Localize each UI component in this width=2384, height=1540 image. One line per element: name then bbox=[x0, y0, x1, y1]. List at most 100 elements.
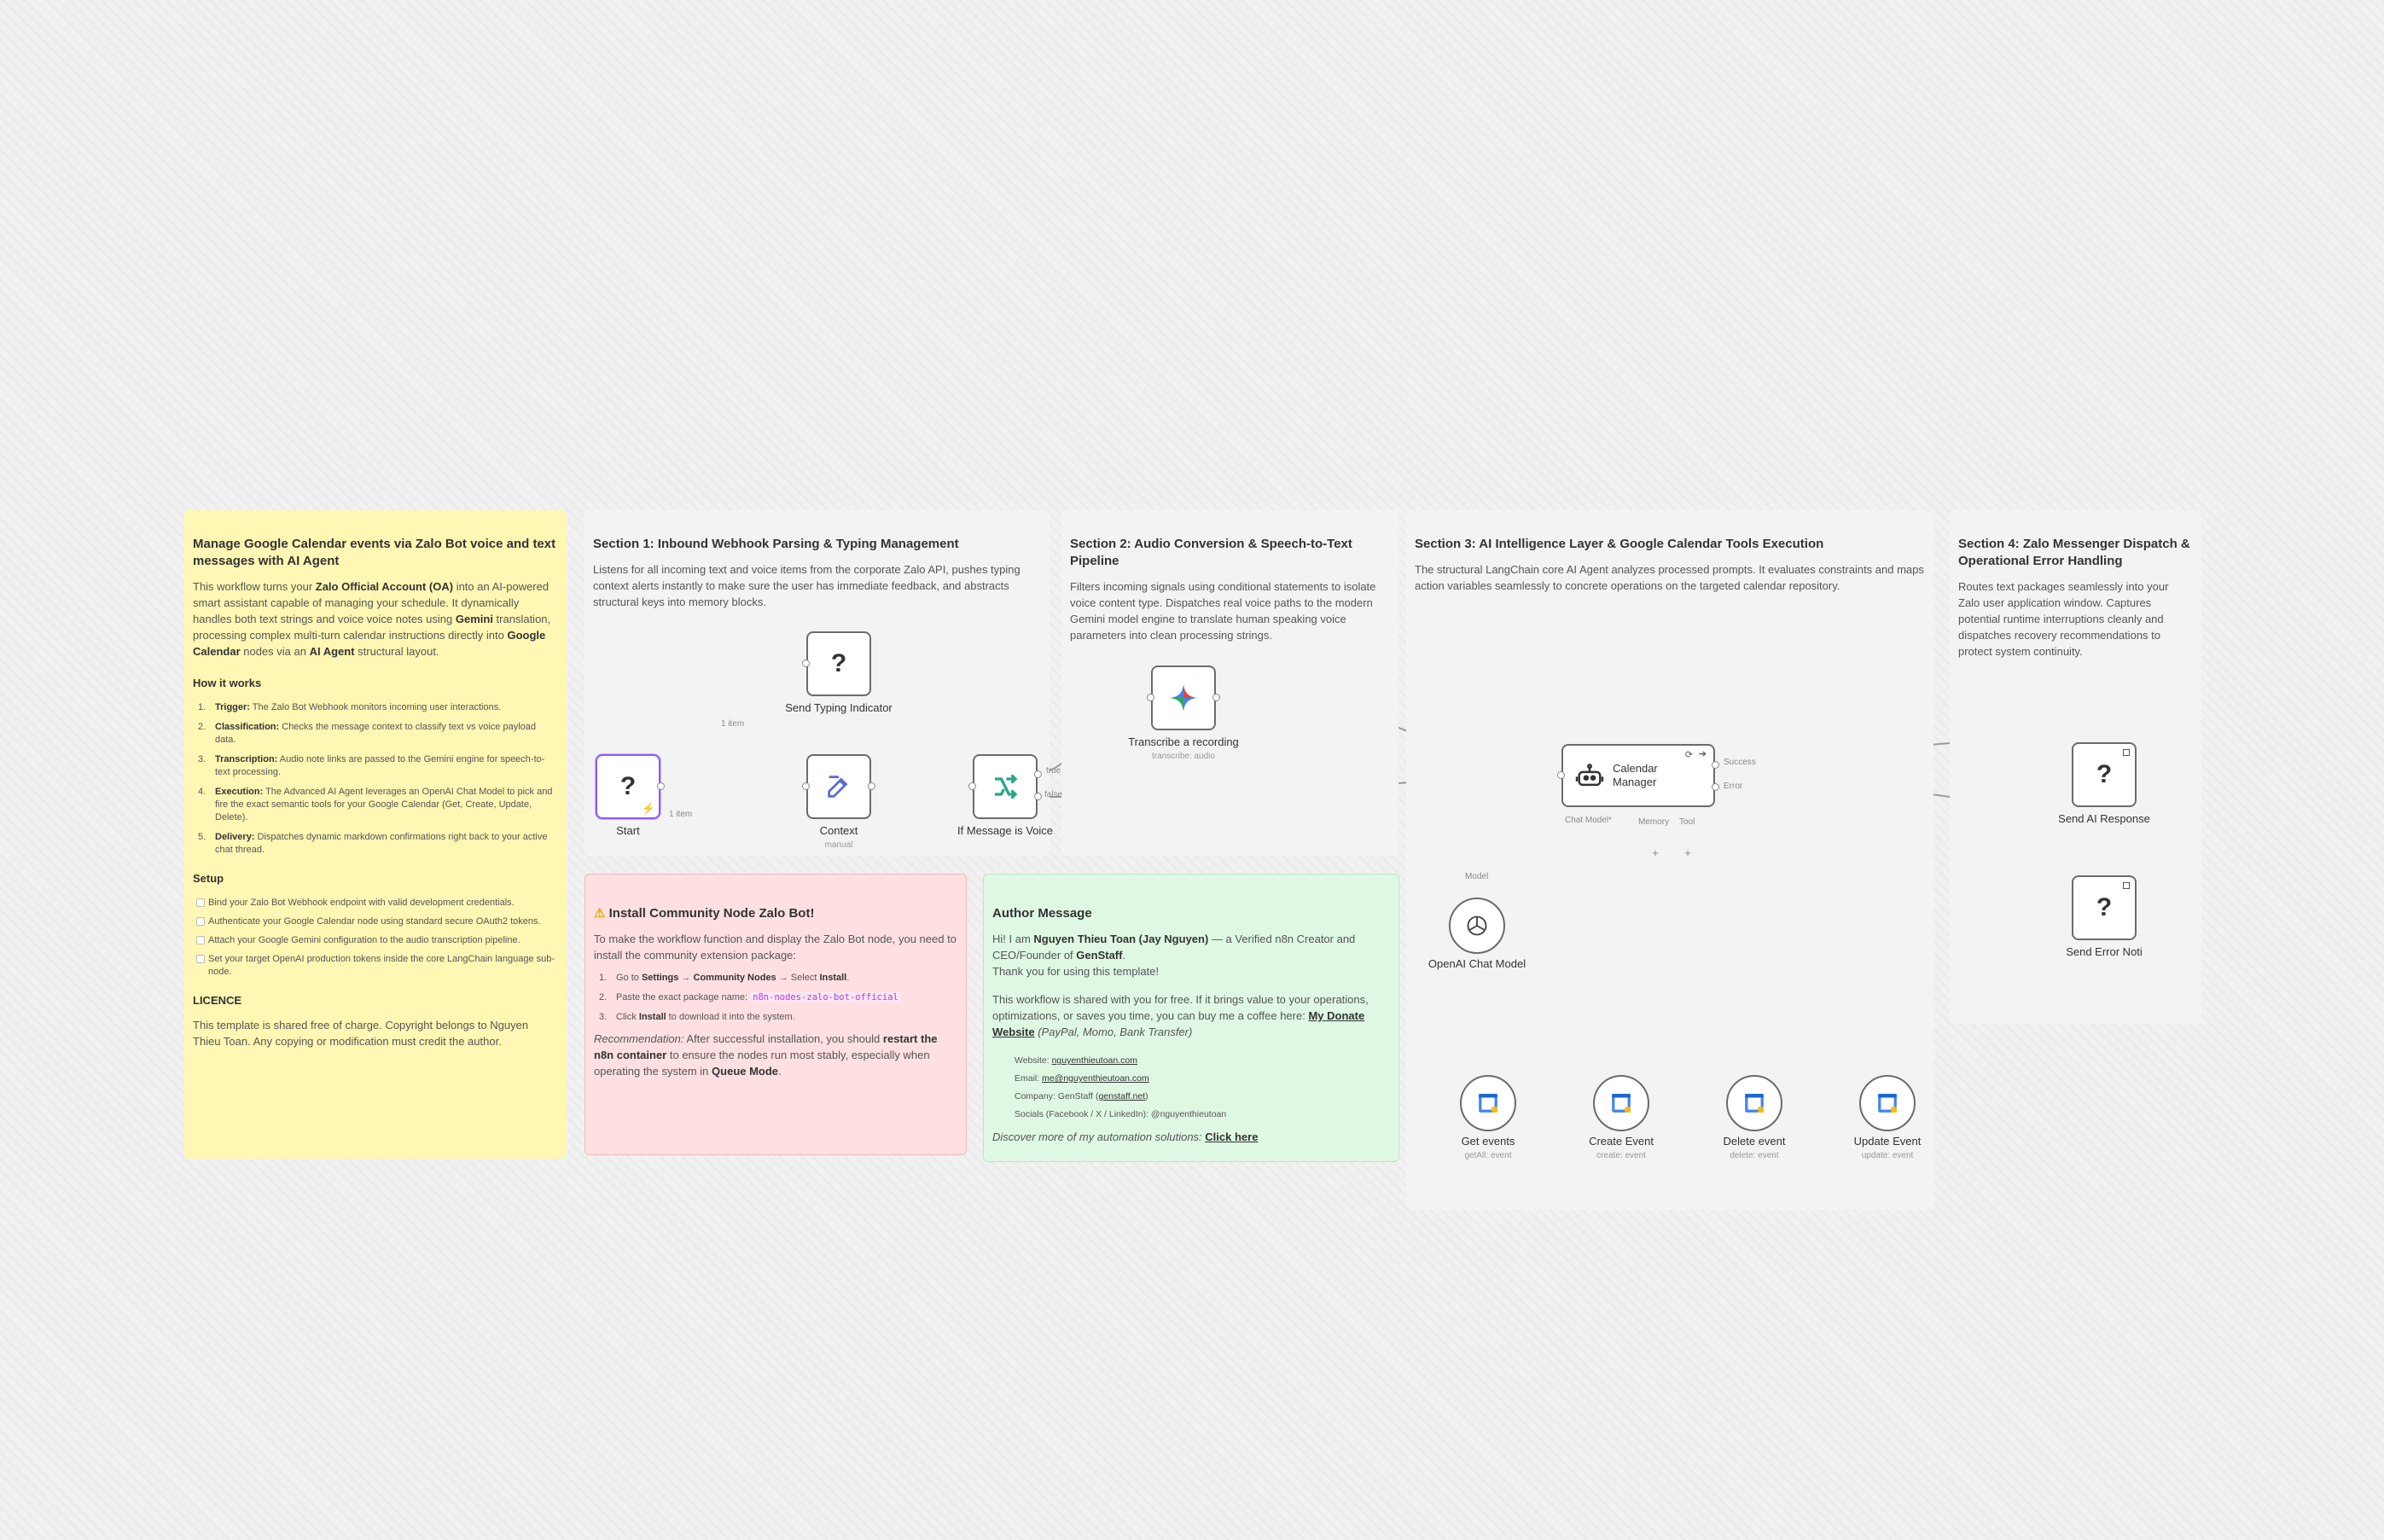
refresh-icon[interactable]: ⟳ bbox=[1684, 750, 1693, 760]
agent-input-port[interactable] bbox=[1557, 771, 1565, 779]
question-icon: ? bbox=[2096, 760, 2113, 788]
list-item: 3.Click Install to download it into the … bbox=[599, 1012, 795, 1022]
how-it-works-heading: How it works bbox=[193, 677, 262, 689]
delete-event-label: Delete event bbox=[1723, 1135, 1786, 1148]
send-error-noti-label: Send Error Noti bbox=[2066, 945, 2143, 958]
edge-label-1-item: 1 item bbox=[669, 810, 693, 819]
licence-heading: LICENCE bbox=[193, 994, 242, 1007]
add-memory-button[interactable]: + bbox=[1652, 846, 1659, 859]
edge-label-success: Success bbox=[1724, 758, 1756, 767]
update-event-sublabel: update: event bbox=[1861, 1151, 1914, 1160]
author-donate: This workflow is shared with you for fre… bbox=[992, 993, 1369, 1038]
add-tool-button[interactable]: + bbox=[1684, 846, 1691, 859]
donate-link[interactable]: My Donate Website bbox=[992, 1009, 1365, 1038]
section-2-note[interactable]: Section 2: Audio Conversion & Speech-to-… bbox=[1061, 510, 1398, 856]
package-name-code[interactable]: n8n-nodes-zalo-bot-official bbox=[750, 992, 901, 1002]
section-3-note[interactable]: Section 3: AI Intelligence Layer & Googl… bbox=[1406, 510, 1933, 1210]
section-3-text: The structural LangChain core AI Agent a… bbox=[1415, 563, 1924, 592]
list-item: 1.Trigger: The Zalo Bot Webhook monitors… bbox=[198, 702, 502, 712]
get-events-node[interactable] bbox=[1460, 1075, 1516, 1131]
create-event-node[interactable] bbox=[1593, 1075, 1649, 1131]
google-calendar-icon bbox=[1479, 1094, 1497, 1113]
if-input-port[interactable] bbox=[968, 782, 976, 790]
install-note[interactable]: ⚠ Install Community Node Zalo Bot! To ma… bbox=[584, 874, 967, 1155]
email-link[interactable]: me@nguyenthieutoan.com bbox=[1042, 1073, 1149, 1084]
section-4-title: Section 4: Zalo Messenger Dispatch & Ope… bbox=[1958, 537, 2190, 568]
edge-label-false: false bbox=[1044, 790, 1063, 799]
setup-heading: Setup bbox=[193, 872, 224, 885]
update-event-label: Update Event bbox=[1853, 1135, 1922, 1148]
calendar-manager-label: Calendar Manager bbox=[1613, 762, 1658, 788]
google-calendar-icon bbox=[1745, 1094, 1764, 1113]
section-2-title: Section 2: Audio Conversion & Speech-to-… bbox=[1070, 537, 1352, 568]
checklist-item[interactable]: Set your target OpenAI production tokens… bbox=[193, 953, 558, 979]
get-events-label: Get events bbox=[1461, 1135, 1515, 1148]
list-item: 3.Transcription: Audio note links are pa… bbox=[198, 754, 545, 777]
author-note[interactable]: Author Message Hi! I am Nguyen Thieu Toa… bbox=[983, 874, 1399, 1162]
start-node[interactable]: ? ⚡ bbox=[596, 754, 660, 819]
checklist-item[interactable]: Attach your Google Gemini configuration … bbox=[193, 934, 558, 947]
author-intro: Hi! I am Nguyen Thieu Toan (Jay Nguyen) … bbox=[992, 933, 1356, 978]
send-ai-response-node[interactable]: ? bbox=[2072, 742, 2137, 807]
square-icon bbox=[2123, 882, 2130, 889]
openai-label: OpenAI Chat Model bbox=[1427, 957, 1526, 970]
start-output-port[interactable] bbox=[657, 782, 665, 790]
typing-input-port[interactable] bbox=[802, 660, 810, 667]
if-voice-label: If Message is Voice bbox=[957, 824, 1053, 837]
transcribe-sublabel: transcribe: audio bbox=[1152, 752, 1215, 761]
send-ai-response-label: Send AI Response bbox=[2058, 812, 2150, 825]
list-item: 2.Paste the exact package name: n8n-node… bbox=[594, 991, 957, 1004]
openai-chat-model-node[interactable] bbox=[1449, 898, 1505, 954]
calendar-manager-agent-node[interactable]: Calendar Manager ⟳ ➔ bbox=[1561, 744, 1715, 807]
agent-error-port[interactable] bbox=[1712, 783, 1719, 791]
website-link[interactable]: nguyenthieutoan.com bbox=[1051, 1055, 1137, 1066]
arrow-right-icon[interactable]: ➔ bbox=[1698, 749, 1707, 759]
send-typing-label: Send Typing Indicator bbox=[785, 701, 893, 714]
transcribe-node[interactable] bbox=[1151, 665, 1216, 730]
edge-label-true: true bbox=[1046, 766, 1061, 776]
transcribe-output-port[interactable] bbox=[1212, 694, 1220, 701]
setup-checklist: Bind your Zalo Bot Webhook endpoint with… bbox=[193, 897, 558, 979]
author-contacts: Website: nguyenthieutoan.com Email: me@n… bbox=[1015, 1055, 1227, 1119]
edge-label-error: Error bbox=[1724, 782, 1743, 791]
section-1-title: Section 1: Inbound Webhook Parsing & Typ… bbox=[593, 537, 959, 551]
company-link[interactable]: genstaff.net bbox=[1098, 1091, 1146, 1101]
transcribe-input-port[interactable] bbox=[1147, 694, 1154, 701]
list-item: 5.Delivery: Dispatches dynamic markdown … bbox=[198, 832, 548, 855]
section-3-title: Section 3: AI Intelligence Layer & Googl… bbox=[1415, 537, 1824, 551]
send-typing-node[interactable]: ? bbox=[806, 631, 871, 696]
if-false-port[interactable] bbox=[1034, 793, 1042, 800]
create-event-sublabel: create: event bbox=[1596, 1151, 1646, 1160]
delete-event-node[interactable] bbox=[1726, 1075, 1782, 1131]
delete-event-sublabel: delete: event bbox=[1730, 1151, 1779, 1160]
install-title: ⚠ Install Community Node Zalo Bot! bbox=[594, 906, 815, 921]
transcribe-label: Transcribe a recording bbox=[1128, 735, 1239, 748]
question-icon: ? bbox=[619, 772, 637, 800]
if-true-port[interactable] bbox=[1034, 770, 1042, 778]
author-title: Author Message bbox=[992, 906, 1092, 921]
install-intro: To make the workflow function and displa… bbox=[594, 933, 957, 962]
port-label-chat-model: Chat Model* bbox=[1565, 816, 1613, 825]
agent-success-port[interactable] bbox=[1712, 761, 1719, 769]
edit-icon bbox=[828, 776, 848, 798]
context-output-port[interactable] bbox=[868, 782, 875, 790]
context-label: Context bbox=[819, 824, 858, 837]
list-item: 2.Classification: Checks the message con… bbox=[198, 722, 536, 745]
discover-link[interactable]: Click here bbox=[1205, 1130, 1259, 1143]
create-event-label: Create Event bbox=[1589, 1135, 1654, 1148]
section-1-text: Listens for all incoming text and voice … bbox=[593, 563, 1020, 608]
send-error-noti-node[interactable]: ? bbox=[2072, 875, 2137, 940]
checklist-item[interactable]: Authenticate your Google Calendar node u… bbox=[193, 915, 558, 928]
context-node[interactable] bbox=[806, 754, 871, 819]
port-label-memory: Memory bbox=[1638, 817, 1670, 827]
update-event-node[interactable] bbox=[1859, 1075, 1916, 1131]
question-icon: ? bbox=[2096, 893, 2113, 921]
if-voice-node[interactable] bbox=[973, 754, 1038, 819]
checklist-item[interactable]: Bind your Zalo Bot Webhook endpoint with… bbox=[193, 897, 558, 909]
install-recommendation: Recommendation: After successful install… bbox=[594, 1032, 938, 1078]
gemini-icon bbox=[1170, 684, 1197, 712]
question-icon: ? bbox=[830, 649, 847, 677]
intro-note[interactable]: Manage Google Calendar events via Zalo B… bbox=[184, 510, 567, 1159]
context-input-port[interactable] bbox=[802, 782, 810, 790]
